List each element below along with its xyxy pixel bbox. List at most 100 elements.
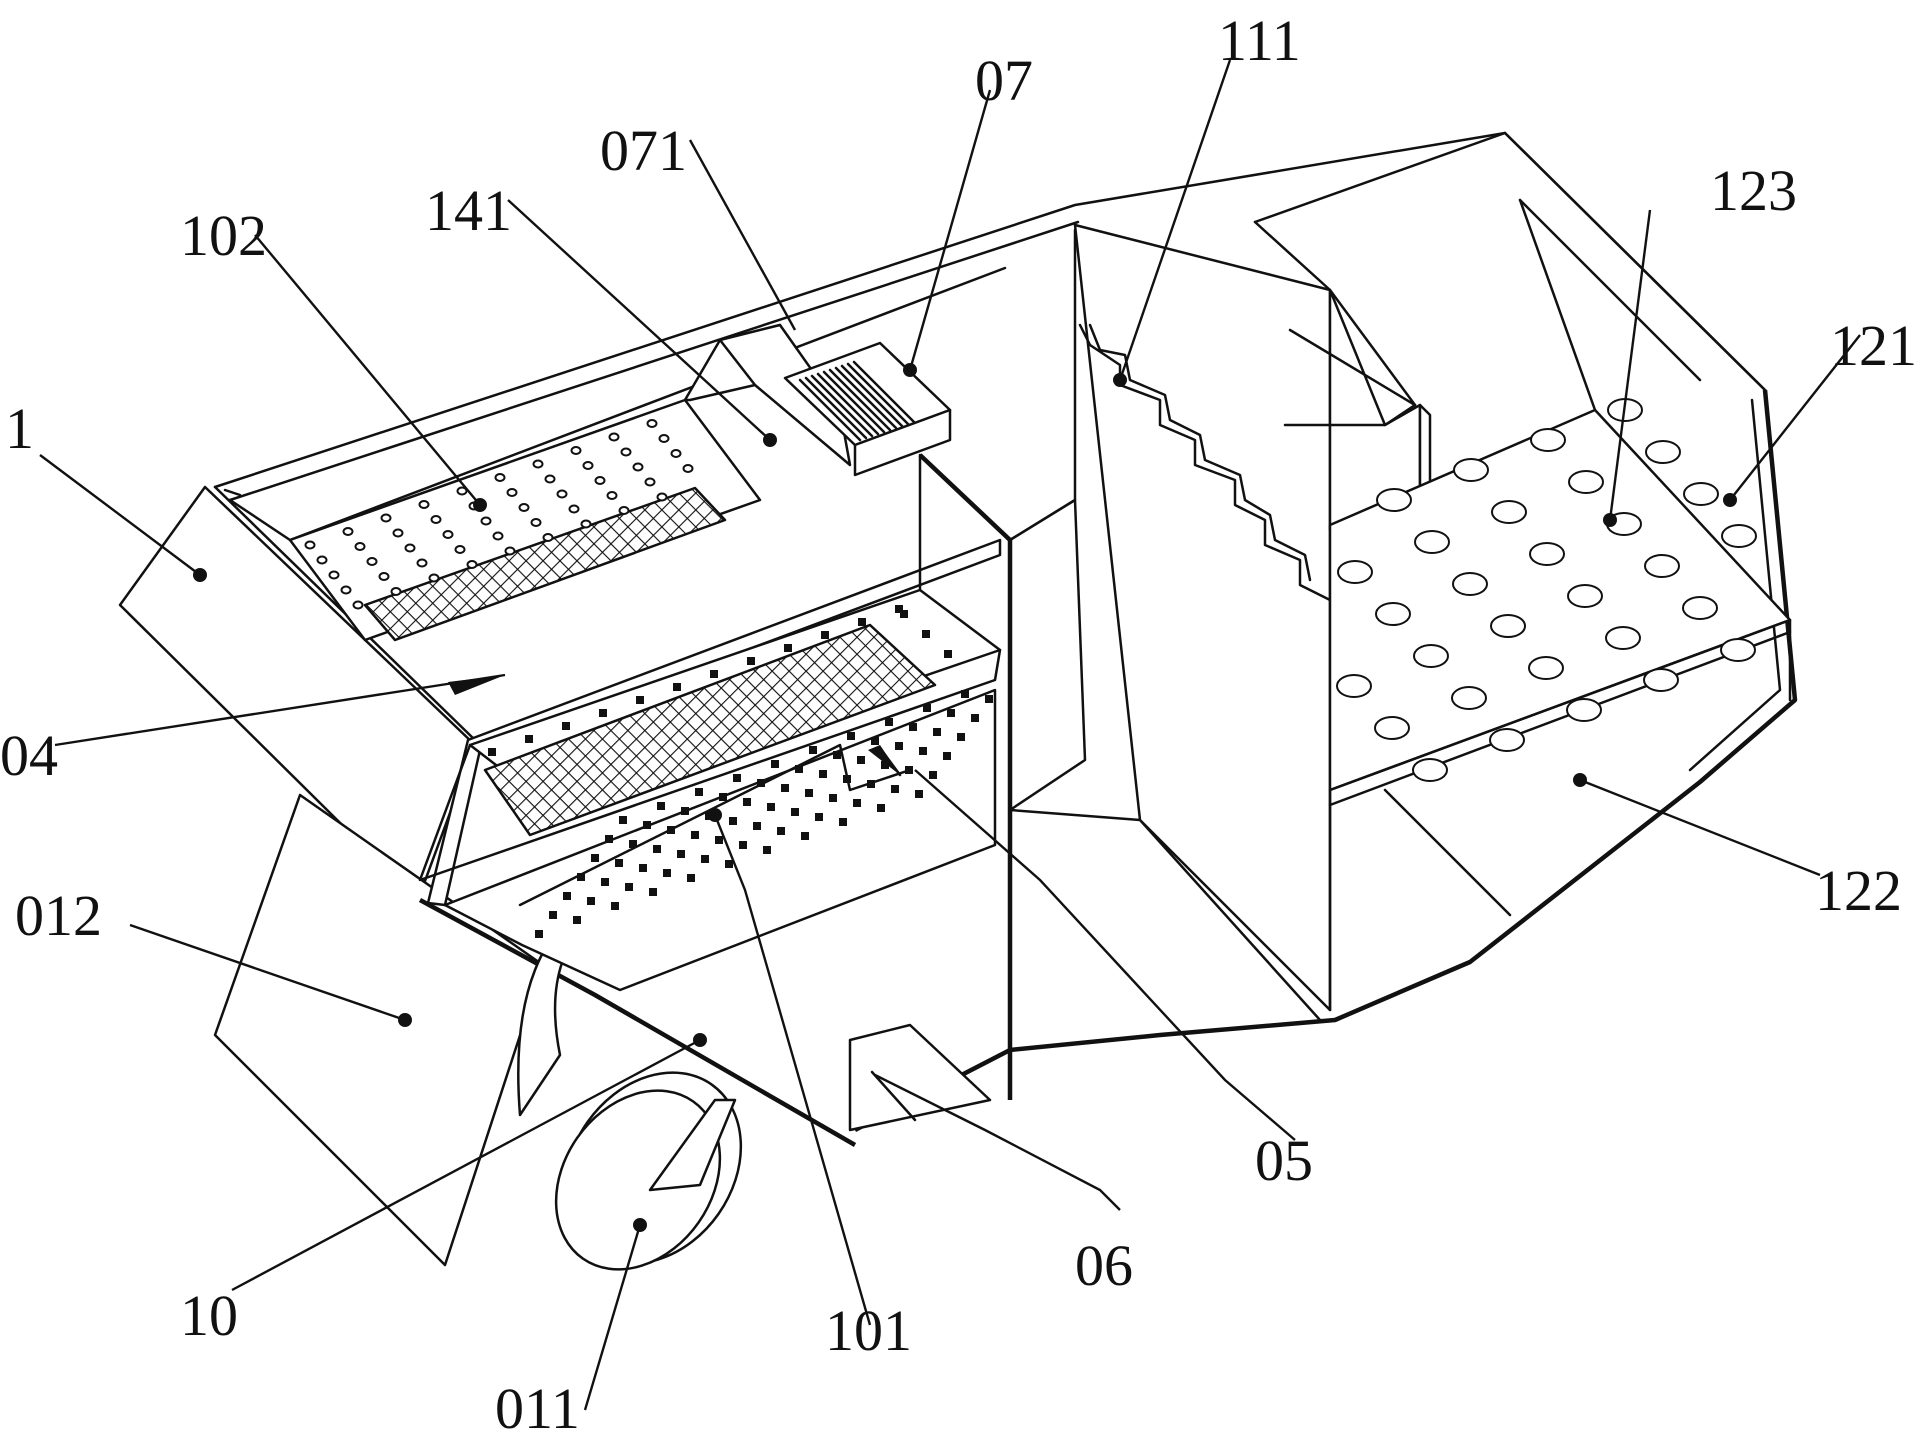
tray-square [771, 760, 779, 768]
tray-square [535, 930, 543, 938]
tray-hole [456, 486, 468, 496]
tray-square [625, 883, 633, 891]
central-partition [848, 228, 1322, 1132]
tray-square [687, 874, 695, 882]
plate-hole [1451, 686, 1487, 710]
serrated-plate [1073, 223, 1332, 1012]
tray-square [791, 808, 799, 816]
plate-hole [1567, 584, 1603, 608]
tray-square [653, 845, 661, 853]
label-07: 07 [975, 48, 1033, 113]
label-011: 011 [495, 1376, 580, 1433]
plate-hole [1375, 602, 1411, 626]
tray-hole [670, 449, 682, 458]
plate-hole [1414, 530, 1450, 554]
label-121: 121 [1830, 313, 1917, 378]
plate-hole [1529, 542, 1565, 566]
tray-hole [380, 513, 392, 523]
tray-square [601, 878, 609, 886]
tray-square [915, 790, 923, 798]
tray-square [562, 722, 570, 730]
plate-hole [1453, 458, 1489, 482]
tray-hole [518, 503, 530, 512]
tray-hole [430, 515, 442, 524]
tray-square [858, 618, 866, 626]
tray-square [605, 835, 613, 843]
tray-square [877, 804, 885, 812]
tray-square [615, 859, 623, 867]
plate-hole [1412, 758, 1448, 782]
label-1: 1 [5, 396, 34, 461]
tray-hole [354, 542, 366, 551]
plate-hole [1568, 470, 1604, 494]
plate-hole [1452, 572, 1488, 596]
tray-hole [316, 555, 328, 565]
tray-square [805, 789, 813, 797]
plate-hole [1721, 524, 1757, 548]
tray-square [819, 770, 827, 778]
label-012: 012 [15, 883, 102, 948]
tray-square [895, 605, 903, 613]
tray-hole [466, 560, 478, 569]
tray-square [961, 690, 969, 698]
tray-hole [492, 531, 504, 541]
tray-square [619, 816, 627, 824]
tray-square [853, 799, 861, 807]
tray-square [933, 728, 941, 736]
tray-hole [390, 587, 402, 596]
plate-hole [1682, 596, 1718, 620]
slat [840, 364, 904, 428]
tray-square [895, 742, 903, 750]
label-071: 071 [600, 118, 687, 183]
tray-hole [442, 530, 454, 539]
plate-hole [1374, 716, 1410, 740]
tray-hole [542, 533, 554, 542]
tray-square [691, 831, 699, 839]
tray-square [657, 802, 665, 810]
label-10: 10 [180, 1283, 238, 1348]
tray-square [681, 807, 689, 815]
tray-hole [454, 545, 466, 554]
tray-square [719, 793, 727, 801]
tray-hole [392, 528, 404, 538]
tray-square [725, 860, 733, 868]
tray-square [801, 832, 809, 840]
tray-hole [494, 473, 506, 482]
perforated-plate [1328, 398, 1792, 807]
tray-square [573, 916, 581, 924]
plate-hole [1643, 668, 1679, 692]
slat [804, 376, 868, 440]
tray-square [871, 737, 879, 745]
tray-square [891, 785, 899, 793]
tray-hole [378, 572, 390, 581]
tray-square [857, 756, 865, 764]
label-04: 04 [0, 723, 58, 788]
tray-square [809, 746, 817, 754]
upper-tray [288, 398, 762, 642]
hood [1283, 288, 1432, 532]
tray-hole [328, 570, 340, 580]
tray-square [833, 751, 841, 759]
tray-hole [342, 527, 354, 536]
flow-arrows [448, 675, 917, 1122]
lower-tray [443, 688, 997, 992]
tray-hole [580, 519, 592, 529]
plate-hole [1376, 488, 1412, 512]
tray-square [929, 771, 937, 779]
tray-square [753, 822, 761, 830]
tray-square [695, 788, 703, 796]
tray-square [885, 718, 893, 726]
plate-hole [1720, 638, 1756, 662]
slat [846, 362, 910, 426]
tray-square [957, 733, 965, 741]
tray-hole [428, 573, 440, 583]
slat [852, 360, 916, 424]
slat [810, 374, 874, 438]
label-111: 111 [1218, 8, 1301, 73]
tray-square [971, 714, 979, 722]
plate-hole [1644, 554, 1680, 578]
label-141: 141 [425, 178, 512, 243]
tray-hole [644, 477, 656, 487]
tray-hole [480, 516, 492, 526]
housing-outline [213, 131, 1798, 1132]
